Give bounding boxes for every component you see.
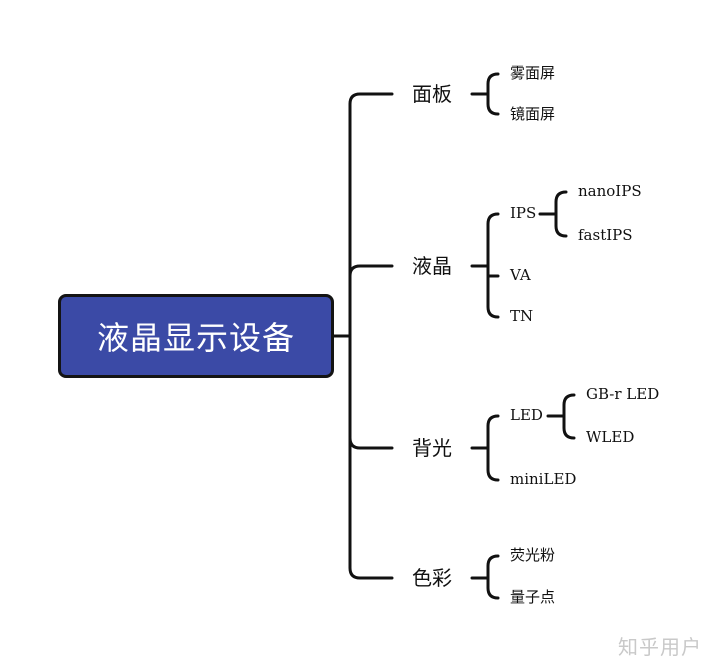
connector-bl-bracket [486, 414, 500, 482]
leaf-node-matte: 雾面屏 [510, 64, 556, 82]
connector-branch-3 [348, 436, 394, 450]
branch-node-color: 色彩 [412, 566, 452, 590]
connector-color-bracket [486, 554, 500, 600]
sub-node-ips: IPS [510, 204, 537, 222]
connector-ips-bracket [554, 190, 568, 238]
leaf-node-glossy: 镜面屏 [510, 105, 556, 123]
leaf-node-nanoips: nanoIPS [578, 182, 642, 200]
connector-branch-4 [348, 334, 394, 580]
leaf-node-va: VA [510, 266, 531, 284]
branch-node-backlight: 背光 [412, 436, 452, 460]
leaf-node-miniled: miniLED [510, 470, 577, 488]
connector-lc-bracket [486, 212, 500, 319]
leaf-node-phosphor: 荧光粉 [510, 546, 556, 564]
leaf-node-gbr-led: GB-r LED [586, 385, 660, 403]
leaf-node-tn: TN [510, 307, 534, 325]
branch-node-liquid-crystal: 液晶 [412, 254, 452, 278]
watermark: 知乎用户 [618, 635, 702, 659]
connector-branch-1 [348, 92, 394, 338]
leaf-node-fastips: fastIPS [578, 226, 633, 244]
leaf-node-wled: WLED [586, 428, 635, 446]
root-node: 液晶显示设备 [58, 294, 334, 378]
connector-led-bracket [562, 393, 576, 440]
sub-node-led: LED [510, 406, 543, 424]
leaf-node-quantum-dot: 量子点 [510, 588, 556, 606]
connector-panel-bracket [486, 72, 500, 116]
connector-branch-2 [348, 264, 394, 278]
branch-node-panel: 面板 [412, 82, 452, 106]
